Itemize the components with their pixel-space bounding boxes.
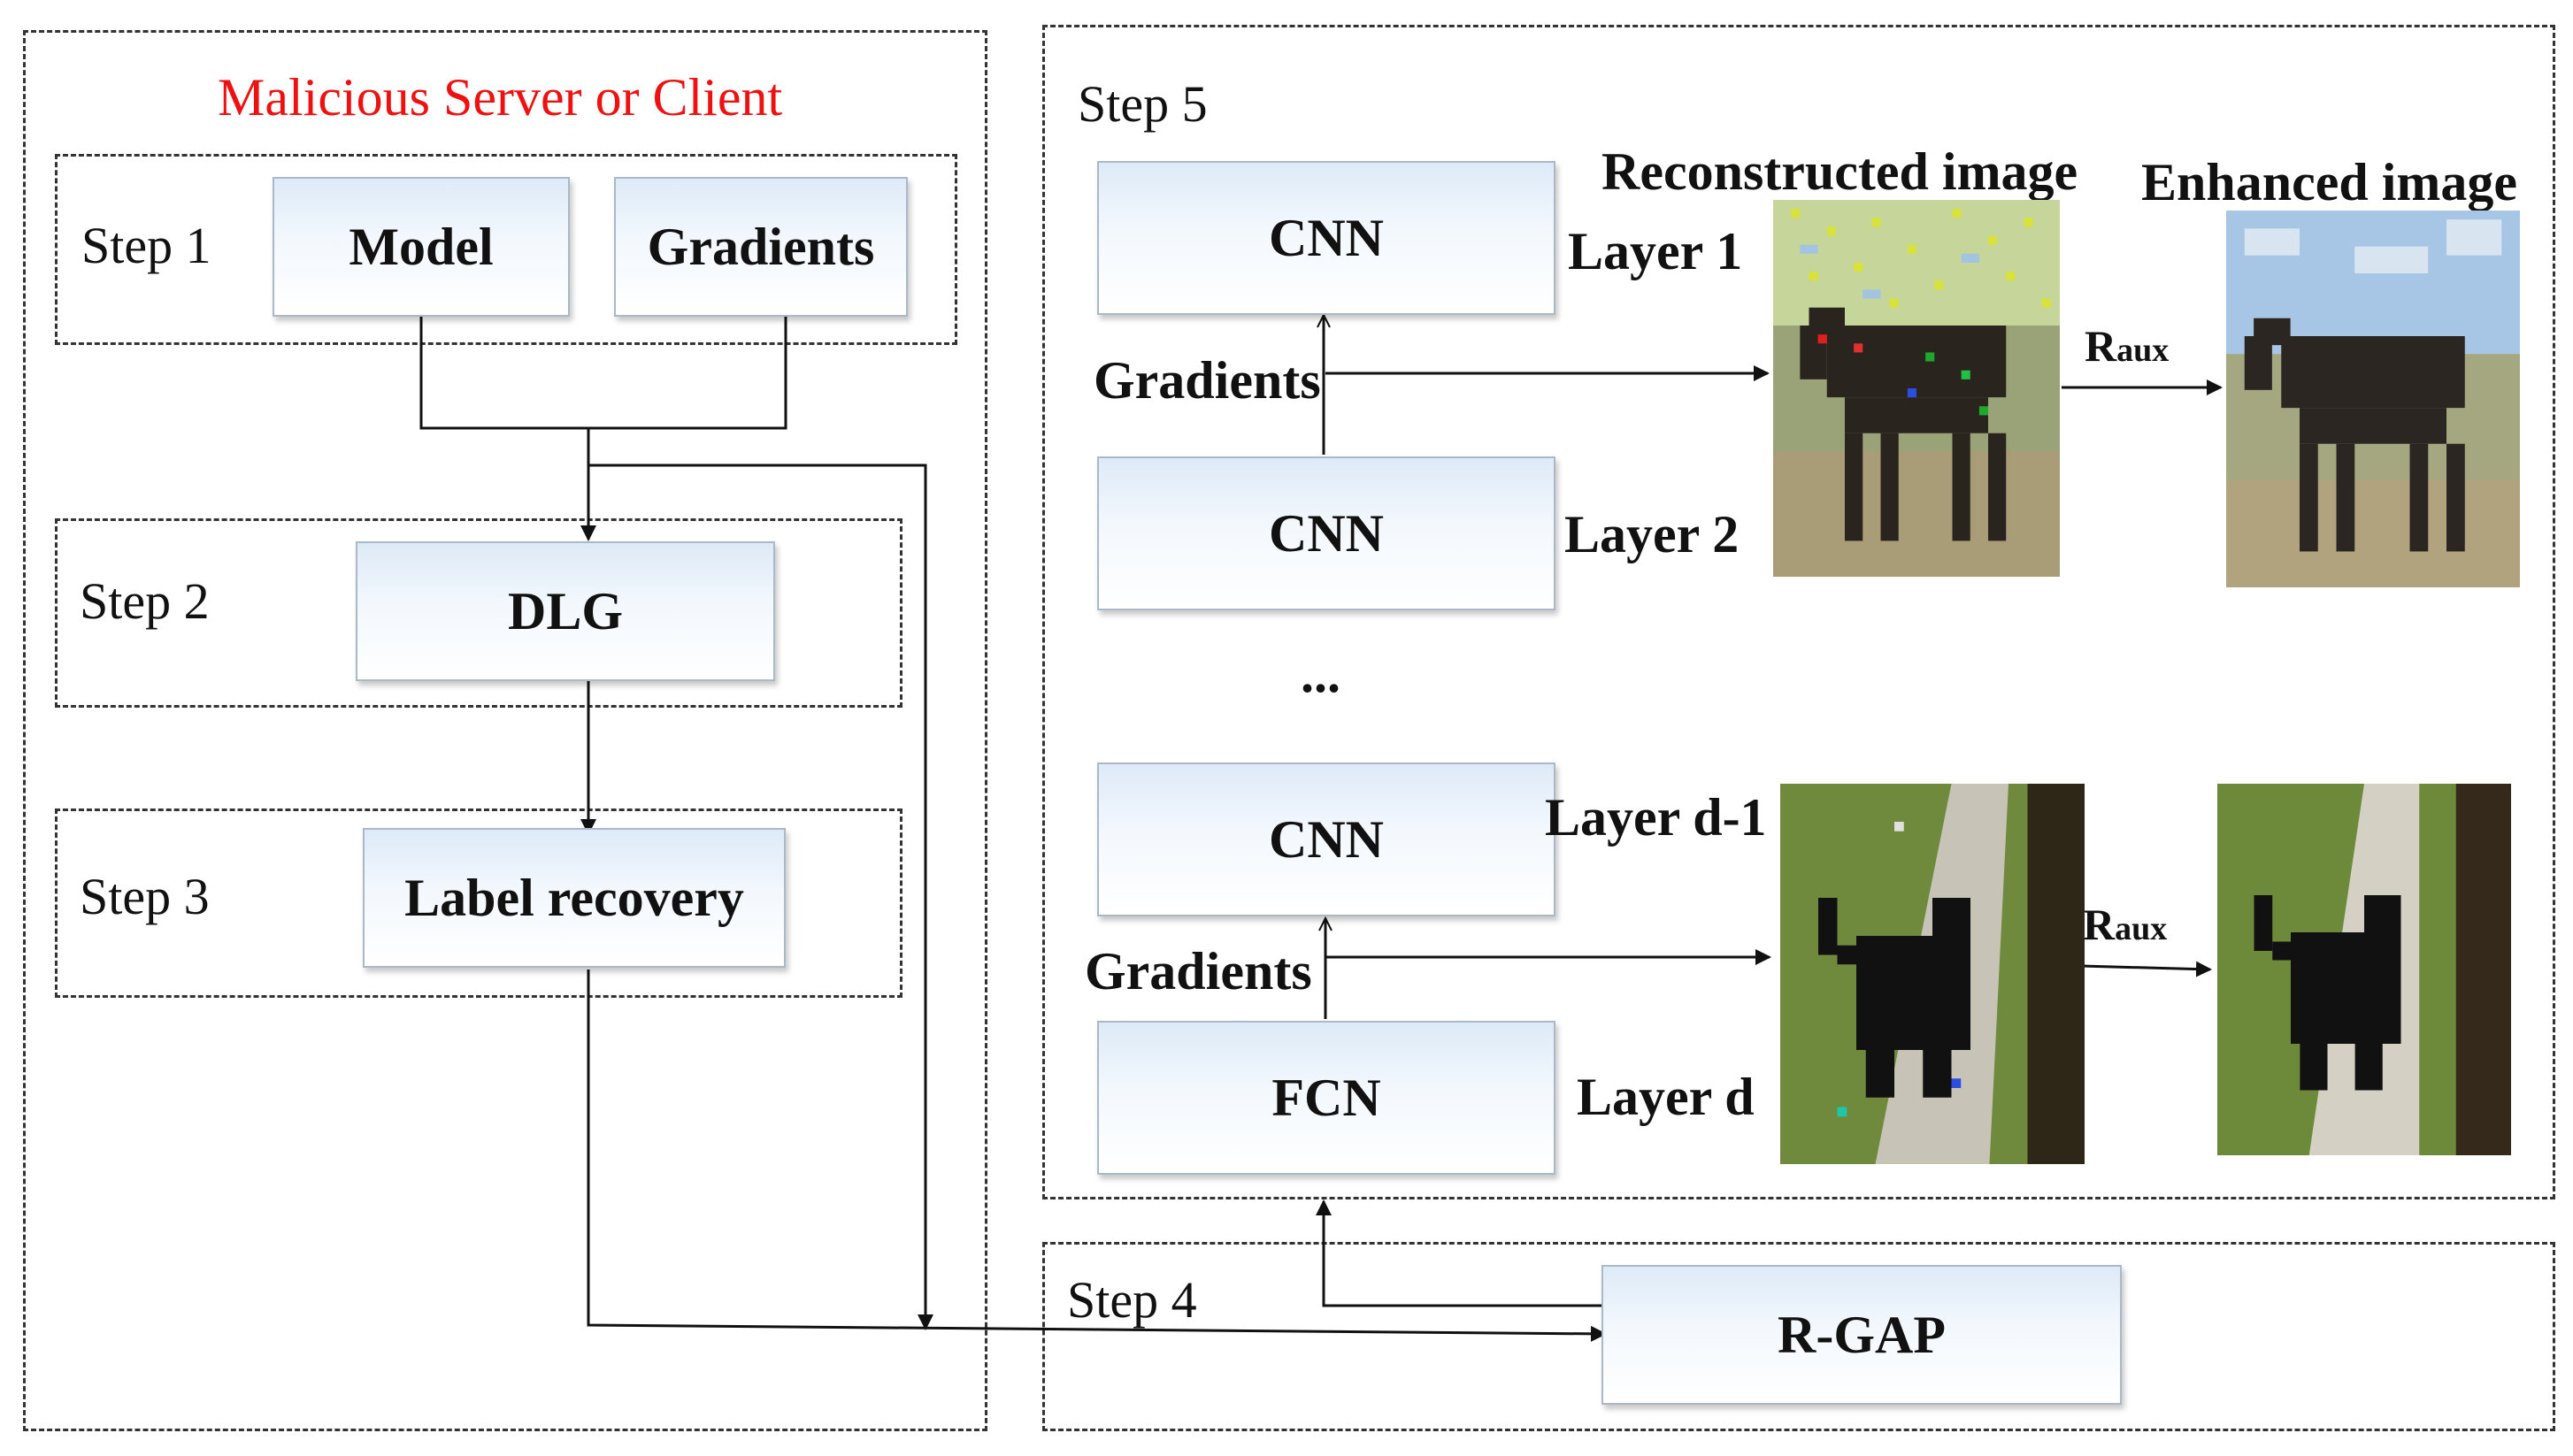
left-panel-frame [23,30,987,1431]
raux-label-bottom: Raux [2083,899,2167,950]
gradients-label-bottom: Gradients [1085,942,1312,1000]
step1-label: Step 1 [81,217,211,274]
panel-title: Malicious Server or Client [218,68,783,126]
step3-label: Step 3 [80,868,210,925]
step3-frame [55,808,902,998]
enhanced-horse-image [2226,211,2520,587]
cnn-layer-d1-node: CNN [1097,762,1555,916]
step1-frame [55,154,957,345]
reconstructed-horse-image [1773,200,2060,577]
model-node: Model [273,177,570,317]
r-gap-node: R-GAP [1601,1265,2122,1405]
label-recovery-node: Label recovery [363,828,786,968]
raux-main: R [2083,900,2116,949]
gradients-label-top: Gradients [1094,351,1321,410]
cnn-layer2-node: CNN [1097,456,1555,610]
raux-label-top: Raux [2085,320,2169,372]
step5-frame [1042,25,2555,1199]
fcn-layer-d-node: FCN [1097,1021,1555,1175]
cnn-layer1-node: CNN [1097,161,1555,315]
raux-sub: aux [2115,910,2168,947]
step5-label: Step 5 [1078,75,1208,133]
layer-d1-label: Layer d-1 [1545,788,1767,847]
layer-d-label: Layer d [1577,1068,1755,1126]
gradients-node: Gradients [614,177,908,317]
enhanced-cat-image [2217,784,2511,1155]
dlg-node: DLG [356,541,775,681]
layer2-label: Layer 2 [1564,505,1740,563]
reconstructed-image-title: Reconstructed image [1601,142,2078,201]
step4-label: Step 4 [1067,1271,1197,1329]
raux-main: R [2085,321,2117,371]
step2-label: Step 2 [80,572,210,630]
raux-sub: aux [2116,332,2170,369]
reconstructed-cat-image [1780,784,2085,1164]
step2-frame [55,518,902,708]
enhanced-image-title: Enhanced image [2141,153,2518,211]
ellipsis: ... [1301,645,1340,703]
step4-frame [1042,1242,2555,1431]
layer1-label: Layer 1 [1568,222,1743,280]
